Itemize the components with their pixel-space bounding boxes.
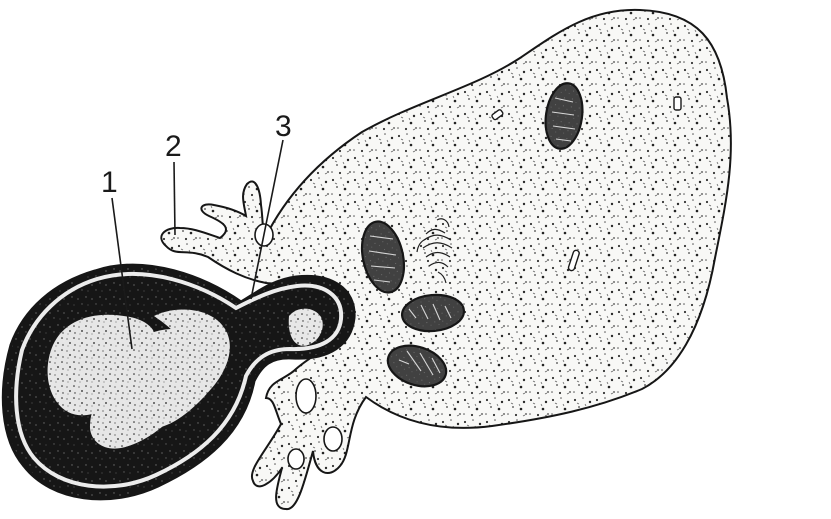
- callout-label-3: 3: [275, 110, 292, 143]
- callout-label-1: 1: [101, 166, 118, 199]
- leader-line-2: [174, 162, 175, 235]
- callout-label-2: 2: [165, 130, 182, 163]
